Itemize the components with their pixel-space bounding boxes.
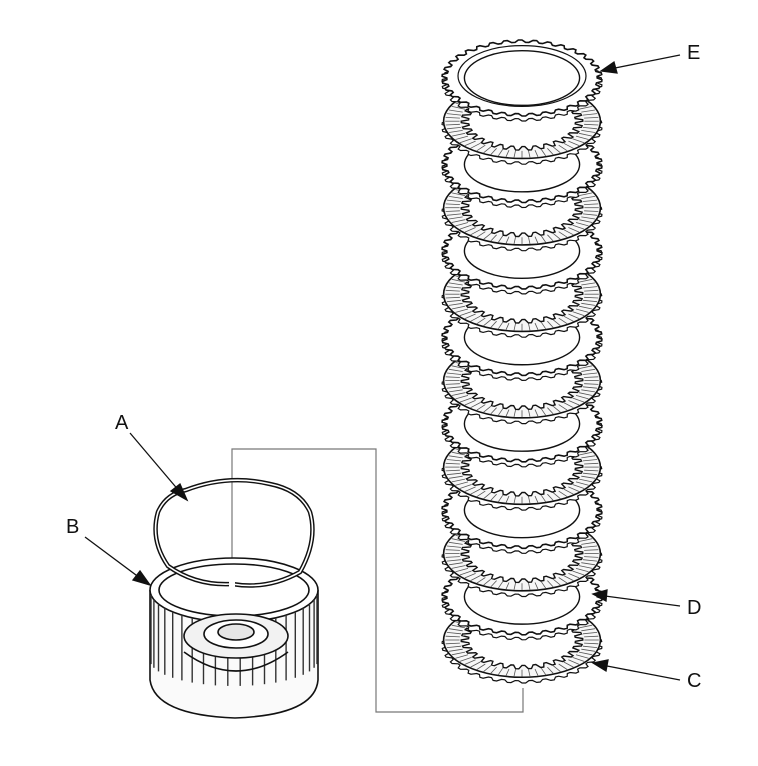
clutch-drum xyxy=(149,557,319,719)
callout-label-c: C xyxy=(687,670,702,692)
leader-c xyxy=(591,659,681,681)
leader-e xyxy=(599,54,681,74)
pressure-plate xyxy=(441,39,603,122)
leader-a xyxy=(129,432,189,502)
callout-label-a: A xyxy=(115,412,129,434)
callout-label-d: D xyxy=(687,597,702,619)
assembly-bracket-line xyxy=(231,448,524,713)
snap-ring xyxy=(153,477,315,590)
callout-label-b: B xyxy=(66,516,80,538)
callout-label-e: E xyxy=(687,42,701,64)
clutch-pack-stack xyxy=(441,39,603,684)
leader-d xyxy=(591,589,681,607)
leader-b xyxy=(84,536,152,587)
leader-lines xyxy=(84,54,681,681)
